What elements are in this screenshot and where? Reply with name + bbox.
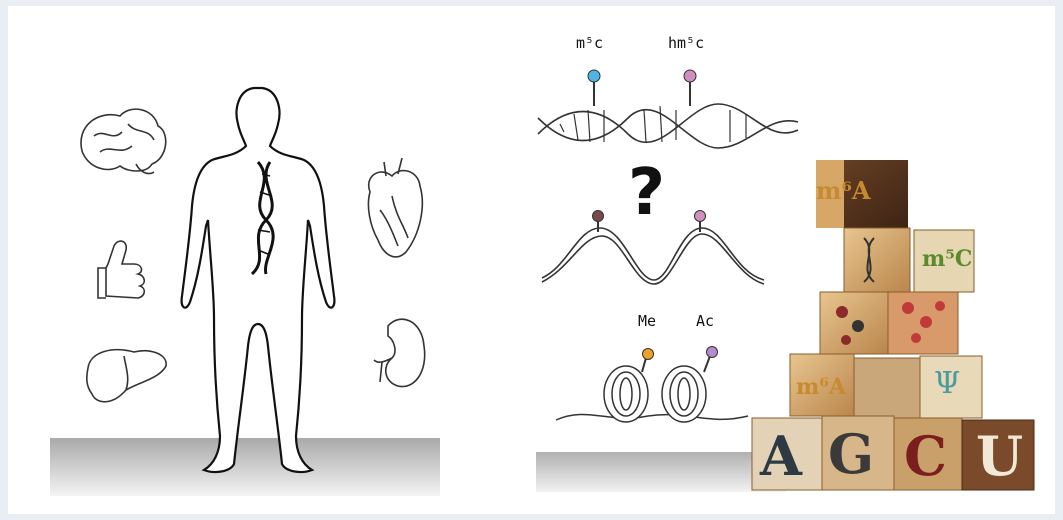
block-m6a-mid: m⁶A: [796, 374, 846, 400]
block-m5c: m⁵C: [922, 246, 972, 272]
block-psi: Ψ: [934, 366, 960, 401]
figure-card: m⁵c hm⁵c ? Me Ac m⁶A m⁵C m⁶A Ψ A G C U: [8, 6, 1055, 514]
nucleosome-icon: [556, 366, 748, 422]
hm5c-label: hm⁵c: [668, 34, 704, 52]
ac-label: Ac: [696, 312, 714, 330]
brain-icon: [81, 109, 166, 173]
me-label: Me: [638, 312, 656, 330]
me-pin: [643, 349, 654, 360]
human-body-icon: [182, 88, 335, 472]
m5c-label: m⁵c: [576, 34, 603, 52]
block-m6a-top: m⁶A: [816, 176, 871, 205]
question-mark: ?: [628, 156, 665, 230]
kidney-icon: [374, 319, 425, 386]
heart-icon: [368, 158, 422, 257]
block-letter-u: U: [976, 424, 1023, 488]
thumb-icon: [98, 241, 144, 298]
block-letter-a: A: [760, 424, 802, 488]
right-floor: [536, 452, 786, 492]
m5c-pin: [588, 70, 600, 82]
left-floor: [50, 438, 440, 496]
pink-pin: [695, 211, 706, 222]
liver-icon: [87, 350, 166, 402]
illustration-canvas: [8, 6, 1055, 514]
dna-helix-icon: [538, 104, 798, 148]
ac-pin: [707, 347, 718, 358]
brown-pin: [593, 211, 604, 222]
rna-strand: [542, 228, 764, 284]
block-letter-c: C: [904, 424, 947, 488]
hm5c-pin: [684, 70, 696, 82]
block-letter-g: G: [828, 422, 874, 486]
